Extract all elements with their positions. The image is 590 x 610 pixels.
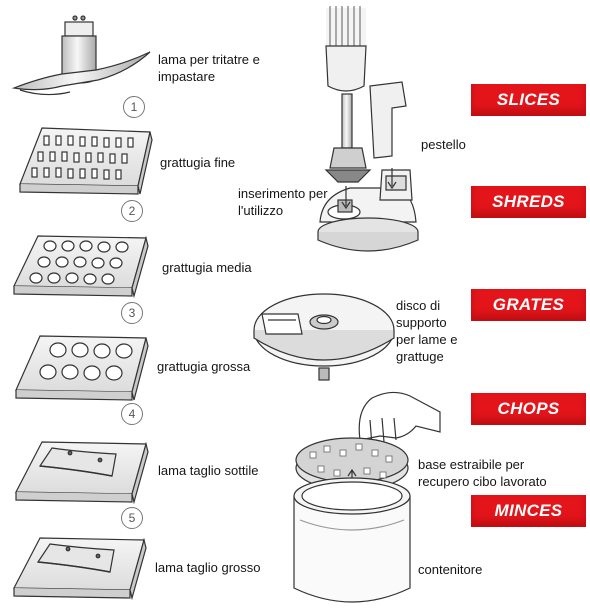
callout-container: contenitore [418,562,483,577]
fine-grater-icon [19,127,153,195]
label-medium-grater: grattugia media [162,260,252,275]
thick-slicer-icon [13,537,147,601]
container-with-base-icon [293,391,441,603]
callout-support-disc: disco di supporto per lame e grattuge [396,298,458,364]
support-disc-icon [253,293,395,381]
step-number-4: 4 [121,403,143,425]
label-coarse-grater: grattugia grossa [157,359,251,374]
step-number-2: 2 [121,200,143,222]
chopping-blade-icon [11,15,151,96]
callout-removable-base: base estraibile per recupero cibo lavora… [418,457,547,489]
tag-slices: SLICES [471,84,586,116]
medium-grater-icon [13,235,149,299]
hand-blender-icon [317,6,419,252]
tag-minces: MINCES [471,495,586,527]
label-chopping-blade: lama per tritatre e impastare [158,52,260,84]
step-number-1: 1 [123,96,145,118]
tag-chops: CHOPS [471,393,586,425]
callout-insertion: inserimento per l'utilizzo [238,186,328,218]
label-thin-slicer: lama taglio sottile [158,463,259,478]
label-thick-slicer: lama taglio grosso [155,560,261,575]
tag-grates: GRATES [471,289,586,321]
step-number-5: 5 [121,507,143,529]
tag-shreds: SHREDS [471,186,586,218]
callout-pestle: pestello [421,137,466,152]
label-fine-grater: grattugia fine [160,155,236,170]
step-number-3: 3 [121,302,143,324]
coarse-grater-icon [15,335,149,401]
thin-slicer-icon [15,441,149,505]
